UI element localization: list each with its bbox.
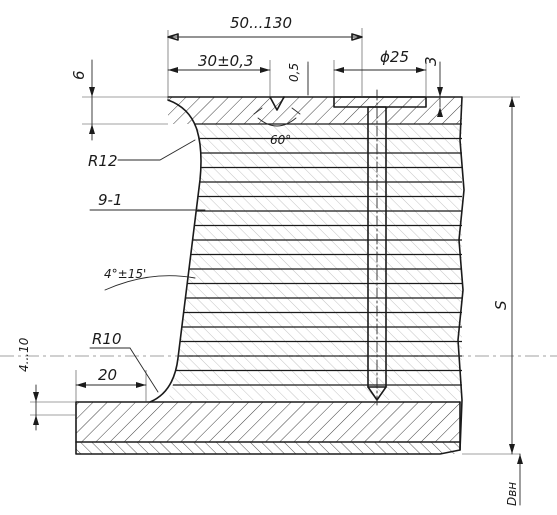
pin: [333, 89, 427, 406]
label-taper: 4°±15': [104, 267, 146, 281]
label-top-thickness: 6: [70, 70, 88, 80]
label-angle: 60°: [270, 133, 291, 147]
countersink-detail: [253, 96, 301, 127]
label-fillet-lower: R10: [92, 330, 122, 348]
label-offset-small: 9-1: [98, 191, 123, 209]
top-plate: [167, 96, 463, 124]
right-edge: [457, 96, 465, 451]
label-inner-diameter: Dвн: [505, 482, 519, 506]
label-bottom-gap: 4...10: [17, 337, 31, 372]
label-hole-diameter: ϕ25: [380, 48, 409, 66]
extension-lines: [0, 28, 557, 455]
label-offset: 30±0,3: [198, 52, 254, 70]
label-side-s: S: [492, 300, 510, 310]
label-head-height: 3: [422, 56, 440, 66]
label-overall-width: 50...130: [230, 14, 292, 32]
left-profile: [75, 99, 202, 403]
label-fillet-upper: R12: [88, 152, 118, 170]
label-bottom-width: 20: [98, 366, 117, 384]
layered-body: [168, 123, 462, 400]
labels: 50...130 30±0,3 0,5 ϕ25 3 6 R12 9-1 4°±1…: [17, 14, 519, 506]
label-depth: 0,5: [287, 63, 301, 82]
base-plate: [75, 401, 461, 455]
dimension-lines: [33, 33, 523, 506]
